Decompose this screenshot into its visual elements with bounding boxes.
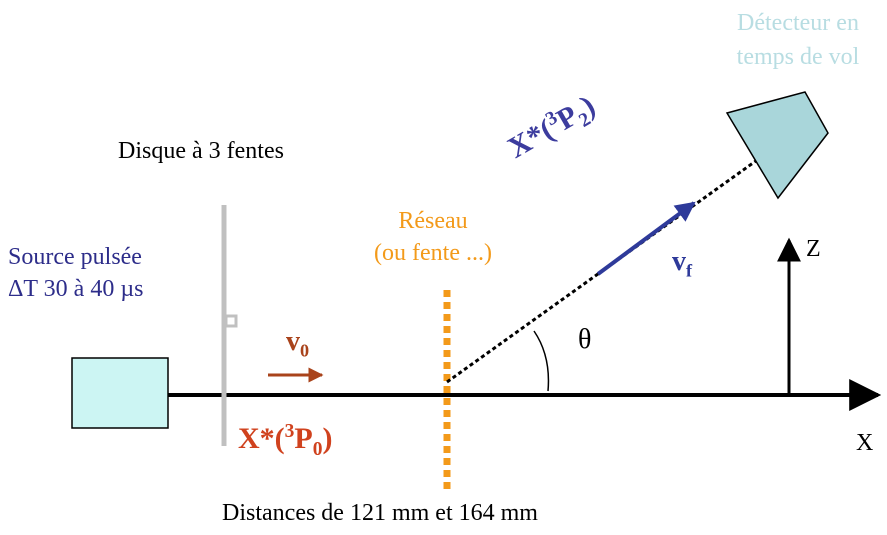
x-axis-label: X [856,430,874,456]
theta-arc [533,330,550,392]
grating-label: Réseau (ou fente ...) [352,208,514,267]
source-label-line1: Source pulsée [8,244,142,270]
slit-notch [224,314,238,328]
state-3p0-suffix: ) [322,422,333,455]
z-axis-label: Z [806,236,821,262]
pulsed-source-box [71,357,169,429]
state-3p0-sup: 3 [284,421,295,442]
detector-label-line1: Détecteur en [737,10,859,36]
state-3p0-prefix: X*( [238,422,285,455]
source-label: Source pulsée ΔT 30 à 40 µs [8,244,143,303]
v0-label: v0 [286,326,309,362]
vf-symbol: v [672,246,686,277]
state-3p0-sub: 0 [312,439,323,460]
distances-caption: Distances de 121 mm et 164 mm [222,500,538,526]
vf-arrow [596,201,696,276]
v0-symbol: v [286,326,300,357]
source-label-line2: ΔT 30 à 40 µs [8,275,144,302]
v0-subscript: 0 [300,340,310,361]
state-3p0-label: X*(3P0) [238,421,332,461]
vf-subscript: f [686,260,693,281]
vf-label: vf [672,246,692,282]
grating-label-line2: (ou fente ...) [374,239,492,266]
tof-detector [725,91,829,200]
disk-label: Disque à 3 fentes [118,138,284,164]
detector-label: Détecteur en temps de vol [718,10,878,71]
state-3p0-main: P [294,422,313,455]
theta-label: θ [578,324,592,355]
grating-label-line1: Réseau [398,208,468,234]
detector-label-line2: temps de vol [736,43,860,70]
